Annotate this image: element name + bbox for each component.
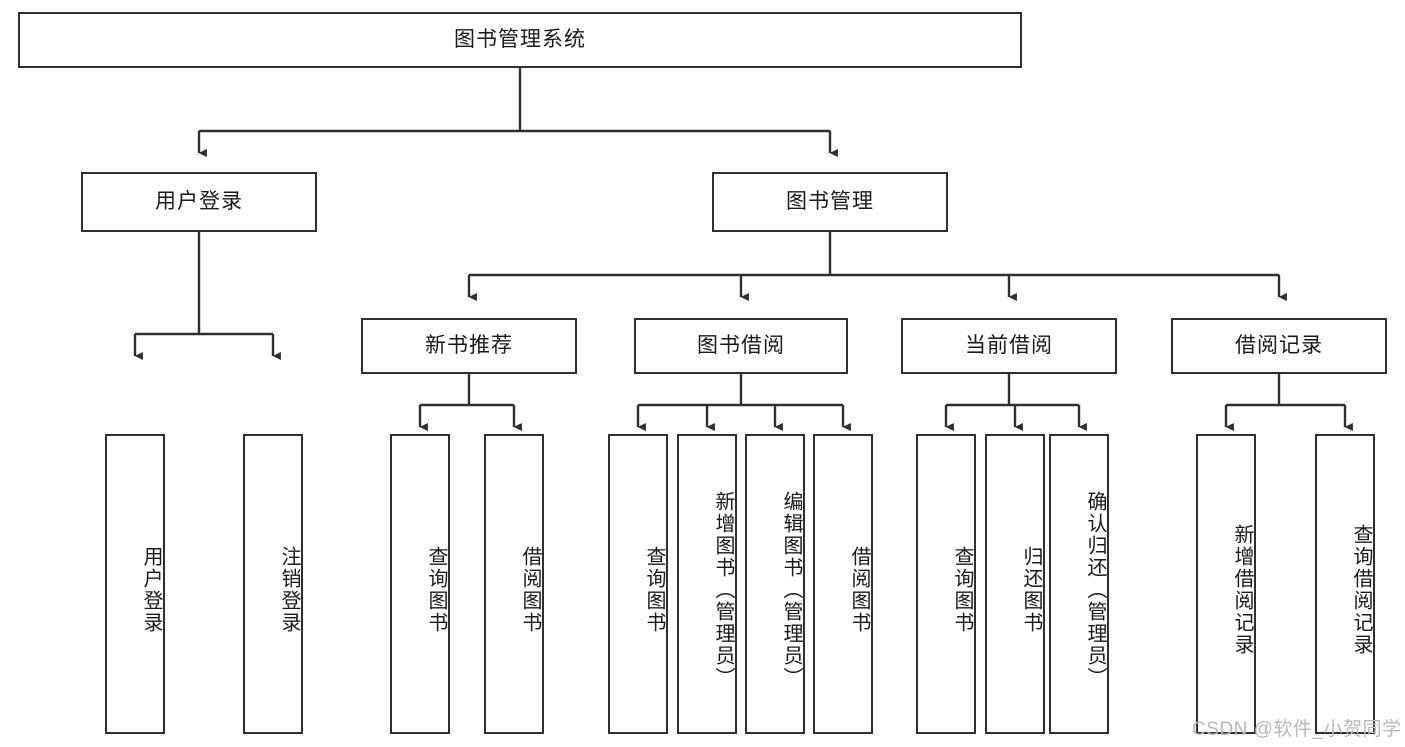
node-label: 查询图书 — [951, 546, 973, 634]
node-label: 归还图书 — [1020, 546, 1042, 634]
node-label: 查询图书 — [643, 546, 665, 634]
node-label: 当前借阅 — [965, 334, 1053, 358]
node-label: 编辑图书（管理员） — [780, 491, 802, 689]
node-l1[interactable]: 用户登录 — [105, 434, 165, 734]
node-l12[interactable]: 新增借阅记录 — [1196, 434, 1256, 734]
node-label: 用户登录 — [140, 546, 162, 634]
node-l11[interactable]: 确认归还（管理员） — [1049, 434, 1109, 734]
node-l10[interactable]: 归还图书 — [985, 434, 1045, 734]
node-l6[interactable]: 新增图书（管理员） — [677, 434, 737, 734]
node-label: 注销登录 — [278, 546, 300, 634]
node-label: 图书管理 — [786, 190, 874, 214]
node-label: 新增借阅记录 — [1231, 524, 1253, 656]
node-label: 查询图书 — [425, 546, 447, 634]
node-l3[interactable]: 查询图书 — [390, 434, 450, 734]
node-bookmgmt[interactable]: 图书管理 — [712, 172, 948, 232]
node-l8[interactable]: 借阅图书 — [813, 434, 873, 734]
node-label: 新书推荐 — [425, 334, 513, 358]
node-label: 图书借阅 — [697, 334, 785, 358]
node-label: 借阅图书 — [848, 546, 870, 634]
node-newbook[interactable]: 新书推荐 — [361, 318, 577, 374]
node-l7[interactable]: 编辑图书（管理员） — [745, 434, 805, 734]
node-label: 图书管理系统 — [454, 28, 586, 52]
node-label: 新增图书（管理员） — [712, 491, 734, 689]
node-label: 用户登录 — [155, 190, 243, 214]
csdn-watermark: CSDN @软件_小贺同学 — [1192, 719, 1402, 740]
node-records[interactable]: 借阅记录 — [1171, 318, 1387, 374]
node-label: 借阅记录 — [1235, 334, 1323, 358]
node-label: 借阅图书 — [519, 546, 541, 634]
node-root[interactable]: 图书管理系统 — [18, 12, 1022, 68]
node-label: 确认归还（管理员） — [1084, 491, 1106, 689]
node-borrow[interactable]: 图书借阅 — [634, 318, 848, 374]
node-l9[interactable]: 查询图书 — [916, 434, 976, 734]
node-l13[interactable]: 查询借阅记录 — [1315, 434, 1375, 734]
node-login[interactable]: 用户登录 — [81, 172, 317, 232]
node-l4[interactable]: 借阅图书 — [484, 434, 544, 734]
node-l2[interactable]: 注销登录 — [243, 434, 303, 734]
node-current[interactable]: 当前借阅 — [901, 318, 1117, 374]
node-l5[interactable]: 查询图书 — [608, 434, 668, 734]
node-label: 查询借阅记录 — [1350, 524, 1372, 656]
